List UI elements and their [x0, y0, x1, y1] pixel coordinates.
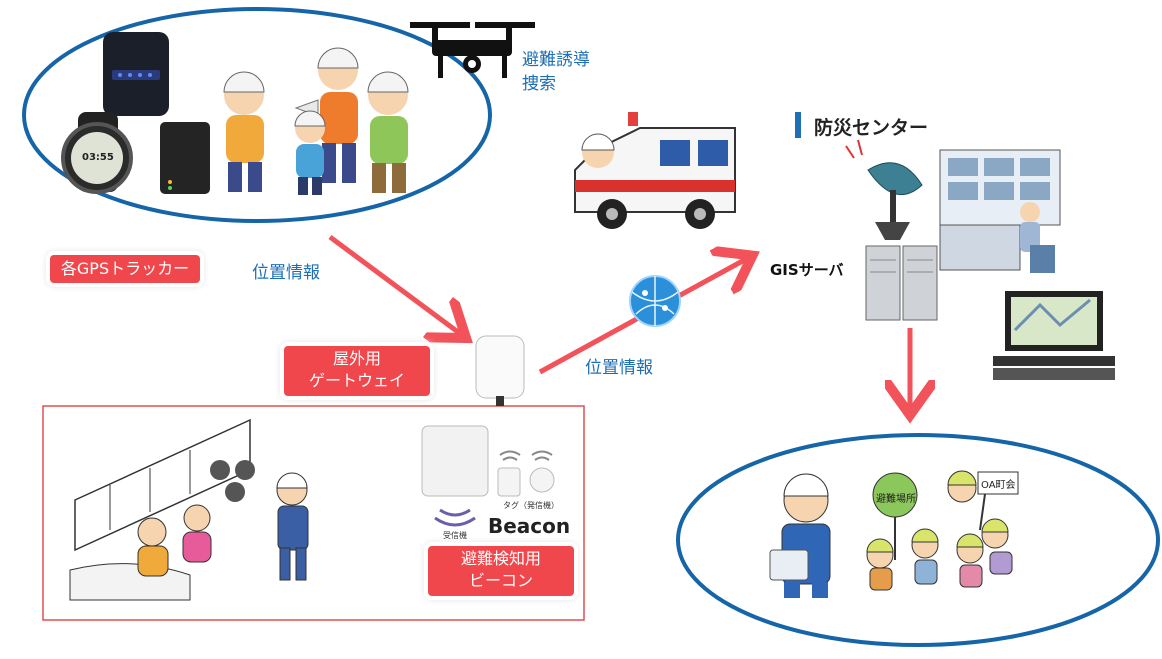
drone-label-line2: 捜索 — [522, 74, 556, 94]
town-sign-text: OA町会 — [981, 480, 1016, 491]
field-responder-with-tablet — [769, 473, 831, 598]
shelter-banner-text: 避難場所 — [876, 494, 916, 505]
outdoor-gateway-label: 屋外用 ゲートウェイ — [284, 346, 430, 396]
outdoor-gateway-label-line2: ゲートウェイ — [308, 371, 405, 390]
outdoor-gateway-label-line1: 屋外用 — [332, 349, 381, 368]
tag-caption: タグ（発信機） — [503, 501, 559, 510]
evac-beacon-label: 避難検知用 ビーコン — [428, 546, 574, 596]
receiver-caption: 受信機 — [443, 531, 467, 540]
shelter-evacuees-illustration — [69, 418, 309, 601]
evac-beacon-label-line2: ビーコン — [468, 571, 533, 590]
beacon-tag-devices — [497, 450, 555, 497]
evac-beacon-label-line1: 避難検知用 — [460, 549, 541, 568]
satellite-antenna-icon — [845, 139, 923, 240]
beacon-brand-label: Beacon — [488, 514, 571, 538]
evacuating-people-illustration — [223, 47, 409, 195]
location-info-label-1: 位置情報 — [252, 263, 320, 283]
watch-display-text: 03:55 — [82, 152, 114, 163]
gps-watch-icon — [61, 112, 133, 194]
gps-trackers-label: 各GPSトラッカー — [50, 255, 200, 283]
drone-label: 避難誘導 捜索 — [522, 48, 590, 96]
evacuation-group-illustration — [866, 470, 1019, 591]
disaster-center-title: 防災センター — [814, 117, 929, 139]
drone-icon — [410, 22, 535, 78]
drone-label-line1: 避難誘導 — [522, 50, 590, 70]
gis-server-label: GISサーバ — [770, 261, 844, 279]
tracker-group-ellipse — [22, 7, 492, 223]
field-team-ellipse — [676, 433, 1160, 647]
location-info-label-2: 位置情報 — [585, 358, 653, 378]
outdoor-gateway-device — [475, 335, 525, 406]
ambulance-illustration — [574, 112, 736, 229]
network-globe-icon — [629, 275, 681, 327]
gps-box-icon — [160, 122, 210, 194]
gps-tracker-device-icon — [103, 32, 169, 116]
arrow-trackers-to-gateway — [328, 234, 462, 335]
disaster-center-accent-bar — [795, 112, 801, 138]
gis-server-rack-icon — [865, 245, 938, 321]
beacon-receiver-device — [421, 425, 489, 527]
control-room-illustration — [939, 149, 1061, 273]
gis-map-monitor-icon — [993, 291, 1115, 380]
